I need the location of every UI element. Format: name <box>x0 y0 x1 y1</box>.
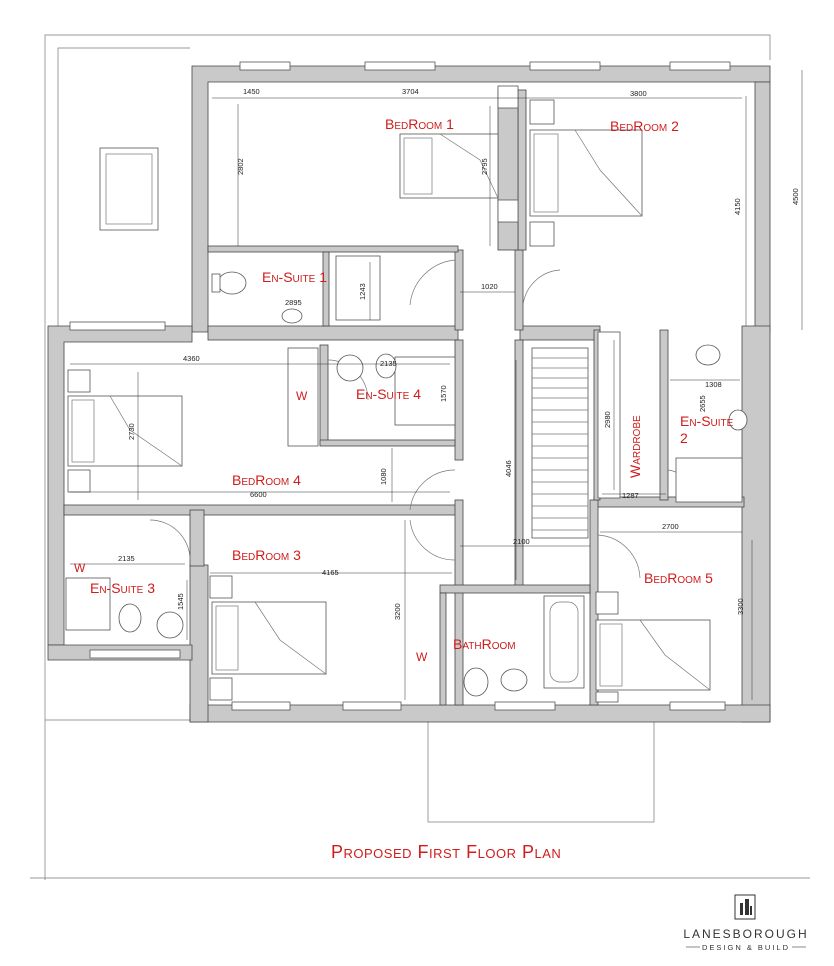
dim-2135-a: 2135 <box>380 359 397 368</box>
brand-tagline: DESIGN & BUILD <box>702 943 790 952</box>
dim-2655: 2655 <box>698 395 707 412</box>
dimension-labels: 1450 3704 3800 4500 2802 2795 4150 1243 … <box>118 87 800 620</box>
dim-2135-b: 2135 <box>118 554 135 563</box>
dim-2980: 2980 <box>603 411 612 428</box>
plan-title: Proposed First Floor Plan <box>331 842 561 862</box>
wardrobe-mark-ensuite-3: W <box>74 561 86 575</box>
dim-2802: 2802 <box>236 158 245 175</box>
room-label-ensuite-3: En-Suite 3 <box>90 580 155 596</box>
dim-4046: 4046 <box>504 460 513 477</box>
dim-4360: 4360 <box>183 354 200 363</box>
dim-4150: 4150 <box>733 198 742 215</box>
dim-1308: 1308 <box>705 380 722 389</box>
dim-2100: 2100 <box>513 537 530 546</box>
dim-1545: 1545 <box>176 593 185 610</box>
dim-2700: 2700 <box>662 522 679 531</box>
dim-4500: 4500 <box>791 188 800 205</box>
staircase <box>531 347 589 539</box>
room-label-bedroom-3: BedRoom 3 <box>232 547 301 563</box>
dim-6600: 6600 <box>250 490 267 499</box>
site-boundary <box>30 34 810 880</box>
room-label-ensuite-2: En-Suite <box>680 413 734 429</box>
dim-1570: 1570 <box>439 385 448 402</box>
dim-1020: 1020 <box>481 282 498 291</box>
room-label-bedroom-1: BedRoom 1 <box>385 116 454 132</box>
dim-3200: 3200 <box>393 603 402 620</box>
dim-2730: 2730 <box>127 423 136 440</box>
dim-3704: 3704 <box>402 87 419 96</box>
dim-4165: 4165 <box>322 568 339 577</box>
brand-logo <box>734 894 756 920</box>
brand-name: LANESBOROUGH <box>683 927 808 941</box>
room-label-ensuite-1: En-Suite 1 <box>262 269 327 285</box>
dim-3300: 3300 <box>736 598 745 615</box>
doors <box>149 259 691 579</box>
room-label-ensuite-4: En-Suite 4 <box>356 386 421 402</box>
room-label-bedroom-2: BedRoom 2 <box>610 118 679 134</box>
dim-3800: 3800 <box>630 89 647 98</box>
rooflight <box>99 147 159 231</box>
dim-2795: 2795 <box>480 158 489 175</box>
wardrobe-unit <box>287 331 621 499</box>
room-label-ensuite-2-num: 2 <box>680 430 688 446</box>
room-label-bedroom-4: BedRoom 4 <box>232 472 301 488</box>
dim-1243: 1243 <box>358 283 367 300</box>
room-label-wardrobe: Wardrobe <box>627 415 643 478</box>
bed-1 <box>399 133 499 199</box>
external-walls <box>47 65 771 723</box>
bed-4 <box>67 395 183 467</box>
room-label-bedroom-5: BedRoom 5 <box>644 570 713 586</box>
dim-1450: 1450 <box>243 87 260 96</box>
wardrobe-mark-bedroom-3: W <box>416 650 428 664</box>
room-label-bathroom: BathRoom <box>453 636 516 652</box>
bed-3 <box>211 601 327 675</box>
dimension-lines <box>70 70 803 700</box>
sanitary-fixtures <box>65 255 748 697</box>
beds <box>67 129 711 691</box>
bedside-tables <box>67 85 619 703</box>
dim-1287: 1287 <box>622 491 639 500</box>
dim-1080: 1080 <box>379 468 388 485</box>
bed-5 <box>595 619 711 691</box>
dim-2895: 2895 <box>285 298 302 307</box>
wardrobe-mark-bedroom-4: W <box>296 389 308 403</box>
windows <box>69 61 731 711</box>
bed-2 <box>529 129 643 217</box>
